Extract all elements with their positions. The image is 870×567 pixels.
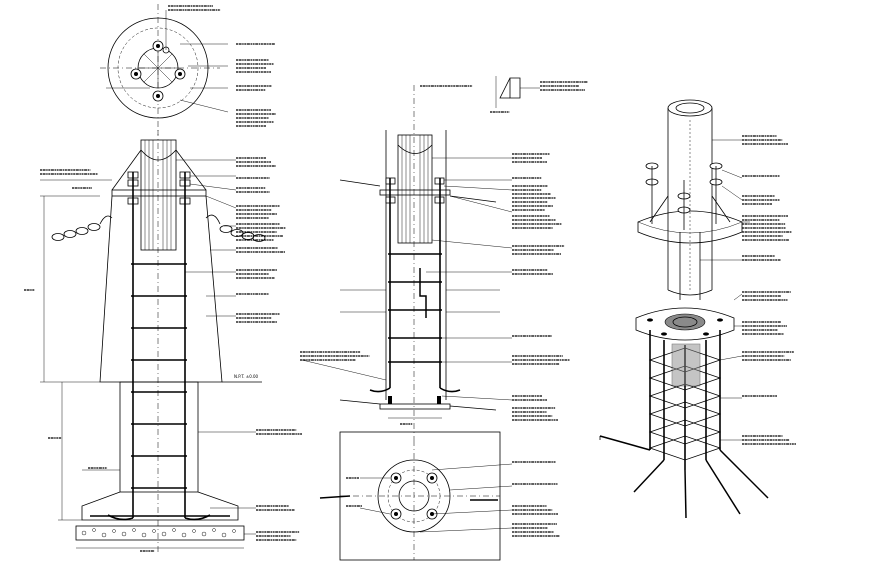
annotation-block [168, 5, 221, 11]
annotation-block [512, 505, 558, 515]
annotation-block [236, 205, 280, 219]
elevation-mark: N.P.T. ±0.00 [234, 374, 259, 379]
annotation-block [742, 291, 791, 301]
annotation-block [512, 269, 554, 275]
anchor-bolt-section [301, 76, 540, 440]
annotation-block [742, 135, 788, 145]
annotation-block [256, 429, 302, 435]
annotation-block [512, 355, 570, 365]
annotation-block [512, 395, 547, 401]
annotation-block [742, 215, 788, 225]
annotation-block [512, 153, 550, 163]
annotation-block [512, 407, 558, 421]
annotation-block [256, 505, 295, 511]
annotation-block [512, 215, 562, 229]
annotation-block [540, 81, 588, 91]
annotation-block [512, 245, 565, 255]
annotation-block [256, 531, 300, 541]
annotation-block [742, 435, 796, 445]
base-plate-plan-top-left [100, 4, 229, 135]
isometric-assembly [599, 99, 769, 519]
annotation-block [236, 85, 272, 91]
annotation-blocks [24, 5, 796, 552]
annotation-block [300, 351, 370, 361]
annotation-block [236, 187, 270, 193]
annotation-block [512, 193, 556, 211]
annotation-block [236, 247, 285, 253]
annotation-block [236, 223, 286, 241]
steel-pole-section [140, 139, 177, 251]
lean-concrete-base [75, 525, 245, 541]
annotation-block [742, 351, 794, 361]
annotation-block [512, 185, 548, 191]
annotation-block [236, 157, 276, 167]
annotation-block [236, 59, 274, 73]
annotation-block [236, 313, 280, 323]
iso-pole [667, 99, 713, 296]
annotation-block [236, 269, 278, 279]
annotation-block [742, 321, 787, 335]
chain-left [51, 215, 113, 241]
annotation-block [742, 227, 792, 241]
annotation-block [512, 523, 560, 537]
iso-bolts [645, 162, 723, 300]
pole-foundation-section [40, 130, 266, 555]
annotation-block [742, 255, 781, 261]
weld-detail-symbol [495, 76, 540, 108]
annotation-block [236, 109, 276, 127]
iso-rebar-legs [599, 435, 769, 519]
annotation-block [742, 195, 780, 205]
base-plate-plan-bottom [319, 431, 513, 561]
annotation-block [40, 169, 99, 175]
iso-lower-plate [635, 307, 735, 341]
